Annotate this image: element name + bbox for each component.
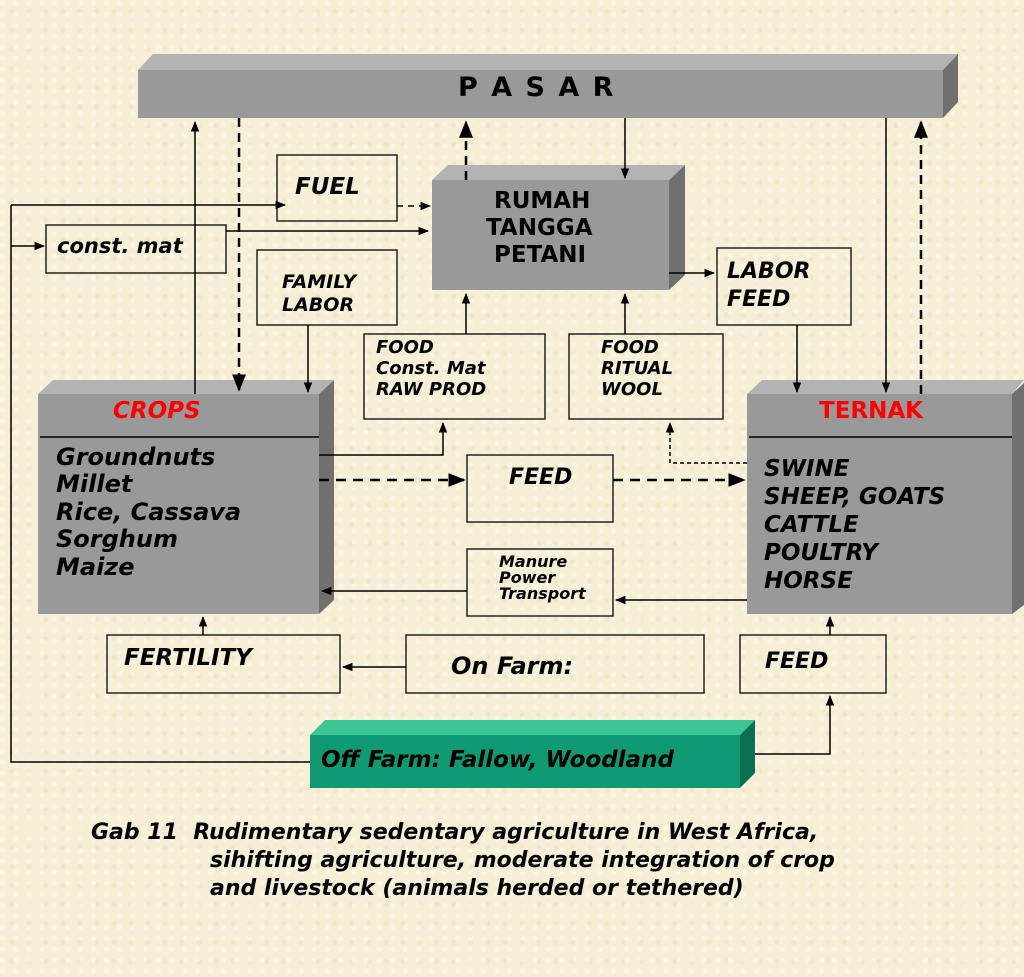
family-labor-line-1: FAMILY bbox=[282, 271, 357, 293]
fertility-label: FERTILITY bbox=[124, 645, 252, 671]
feed-middle-box bbox=[466, 454, 614, 523]
caption-line-3: and livestock (animals herded or tethere… bbox=[210, 876, 744, 901]
household-box bbox=[432, 165, 685, 290]
crops-item: Groundnuts bbox=[56, 443, 216, 471]
pasar-bar bbox=[138, 54, 958, 118]
feed-bottom-box bbox=[739, 634, 887, 694]
food-const-line-2: Const. Mat bbox=[376, 358, 486, 379]
on-farm-label: On Farm: bbox=[451, 652, 574, 680]
ternak-item: SHEEP, GOATS bbox=[764, 484, 946, 510]
labor-feed-box bbox=[716, 247, 852, 326]
food-ritual-box bbox=[568, 333, 724, 420]
ternak-box bbox=[747, 380, 1024, 614]
labor-feed-line-2: FEED bbox=[727, 287, 791, 312]
labor-feed-line-1: LABOR bbox=[727, 259, 811, 284]
const-mat-label: const. mat bbox=[57, 234, 183, 258]
food-ritual-line-2: RITUAL bbox=[601, 358, 674, 379]
arrow-off-farm-to-feed bbox=[755, 694, 835, 755]
household-line-3: PETANI bbox=[494, 242, 587, 268]
manure-line-2: Power bbox=[499, 568, 556, 587]
manure-line-1: Manure bbox=[499, 552, 568, 571]
manure-box bbox=[466, 548, 614, 617]
off-farm-label: Off Farm: Fallow, Woodland bbox=[321, 747, 674, 773]
ternak-item: POULTRY bbox=[764, 540, 878, 566]
food-ritual-line-3: WOOL bbox=[601, 379, 663, 400]
ternak-item: CATTLE bbox=[764, 512, 859, 538]
family-labor-box bbox=[256, 249, 398, 326]
family-labor-line-2: LABOR bbox=[282, 294, 355, 316]
crops-item: Rice, Cassava bbox=[56, 498, 242, 526]
line-off-farm-left-loop bbox=[10, 205, 310, 763]
ternak-item: HORSE bbox=[764, 568, 853, 594]
food-const-line-1: FOOD bbox=[376, 337, 434, 358]
ternak-item: SWINE bbox=[764, 456, 850, 482]
arrow-crops-to-food-const bbox=[319, 421, 448, 456]
off-farm-box bbox=[310, 720, 755, 788]
crops-item: Millet bbox=[56, 470, 133, 498]
arrow-ternak-to-food-ritual bbox=[665, 421, 747, 464]
food-const-box bbox=[363, 333, 546, 420]
on-farm-box bbox=[405, 634, 705, 694]
crops-item: Sorghum bbox=[56, 525, 178, 553]
manure-line-3: Transport bbox=[499, 584, 586, 603]
caption-line-1: Gab 11 Rudimentary sedentary agriculture… bbox=[91, 820, 819, 845]
crops-box bbox=[38, 380, 334, 614]
pasar-label: P A S A R bbox=[458, 72, 616, 103]
feed-bottom-label: FEED bbox=[765, 649, 829, 674]
fertility-box bbox=[106, 634, 341, 694]
fuel-label: FUEL bbox=[295, 174, 360, 200]
household-line-2: TANGGA bbox=[486, 215, 593, 241]
household-line-1: RUMAH bbox=[494, 188, 591, 214]
fuel-box bbox=[276, 154, 398, 222]
food-ritual-line-1: FOOD bbox=[601, 337, 659, 358]
feed-middle-label: FEED bbox=[509, 465, 573, 490]
const-mat-box bbox=[45, 224, 227, 274]
ternak-title: TERNAK bbox=[819, 398, 923, 424]
food-const-line-3: RAW PROD bbox=[376, 379, 487, 400]
crops-item: Maize bbox=[56, 553, 135, 581]
crops-title: CROPS bbox=[113, 398, 201, 424]
caption-line-2: sihifting agriculture, moderate integrat… bbox=[210, 848, 835, 873]
